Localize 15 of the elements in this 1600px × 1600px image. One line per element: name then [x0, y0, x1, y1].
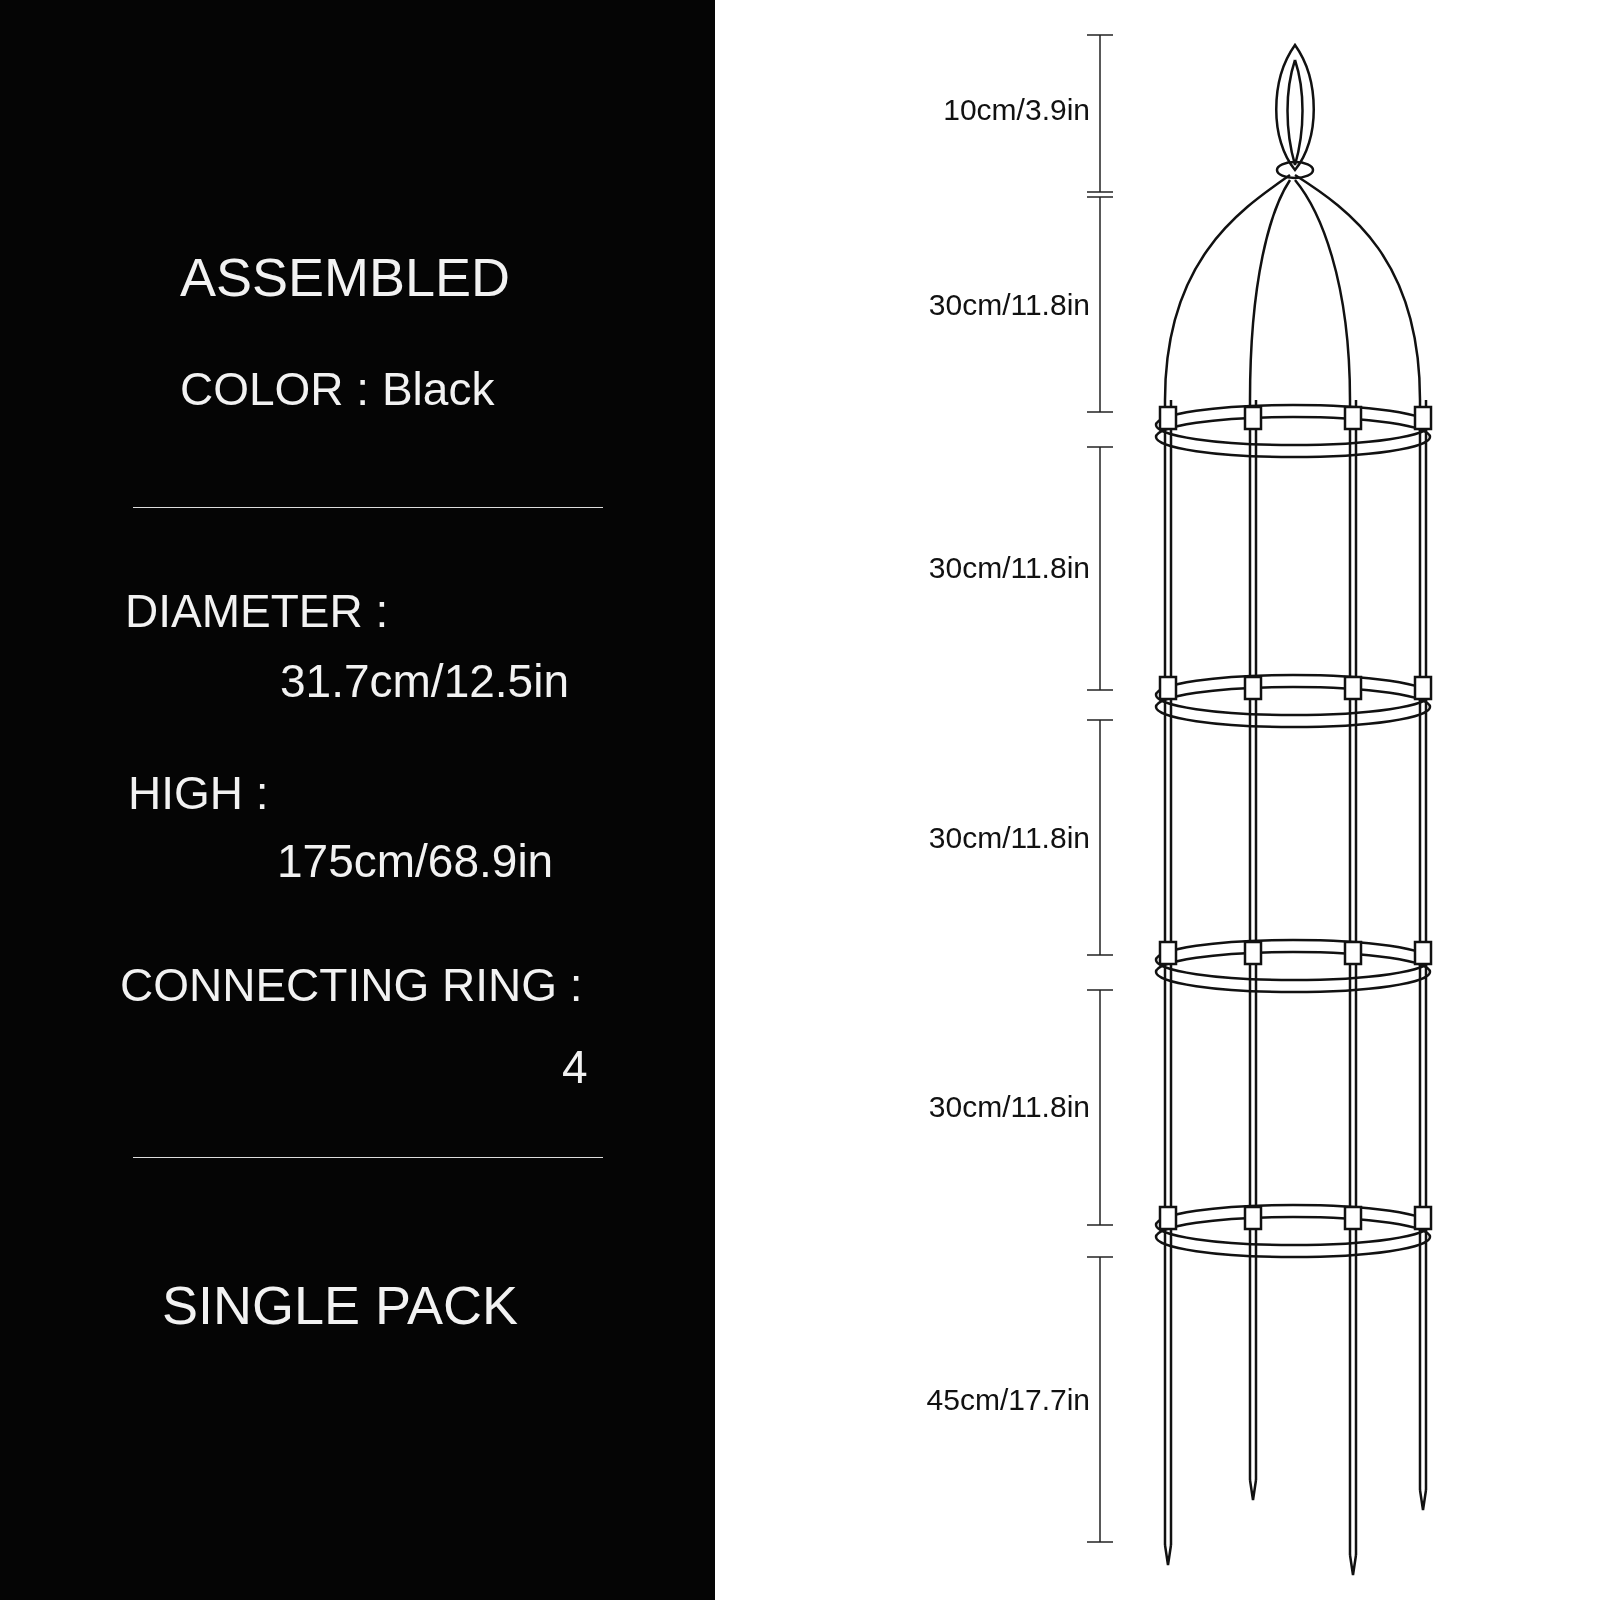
dimension-label: 10cm/3.9in	[942, 95, 1090, 125]
dimension-label: 45cm/17.7in	[925, 1385, 1090, 1415]
heading: ASSEMBLED	[180, 250, 511, 304]
spec-value: 31.7cm/12.5in	[280, 658, 569, 704]
spec-text: COLOR : Black	[180, 366, 495, 412]
spec-value: 175cm/68.9in	[277, 838, 554, 884]
spec-label: HIGH :	[128, 770, 269, 816]
spec-label: DIAMETER :	[125, 588, 389, 634]
dimension-label: 30cm/11.8in	[927, 553, 1090, 583]
heading: SINGLE PACK	[162, 1278, 519, 1332]
dimension-label: 30cm/11.8in	[927, 1092, 1090, 1122]
spec-value: 4	[562, 1044, 588, 1090]
dimension-label: 30cm/11.8in	[927, 823, 1090, 853]
dimension-label: 30cm/11.8in	[927, 290, 1090, 320]
spec-label: CONNECTING RING :	[120, 962, 583, 1008]
